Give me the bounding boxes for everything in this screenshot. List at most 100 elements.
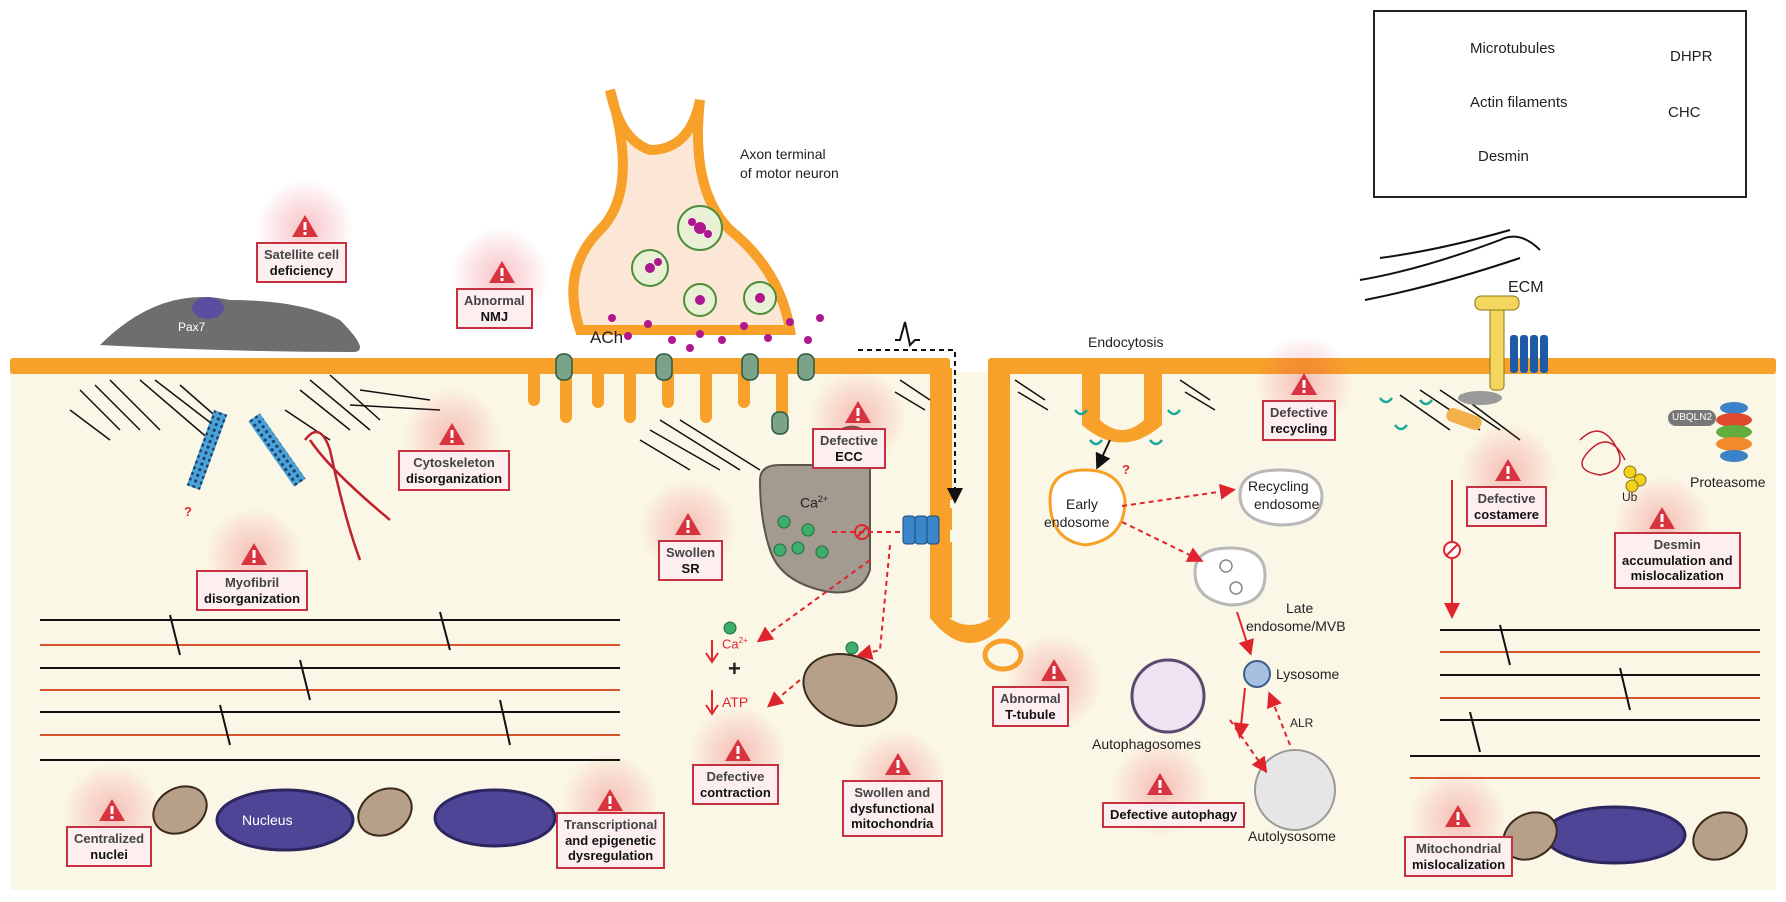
decrease-arrow: [705, 640, 719, 664]
warning-icon: [241, 543, 267, 565]
lysosome: [1243, 660, 1271, 688]
atp-label: ATP: [722, 694, 749, 710]
plus-label: +: [728, 656, 741, 681]
calcium-ions: [723, 515, 859, 655]
issue-defective-autophagy: Defective autophagy: [1102, 802, 1246, 828]
myofibrils-right: [1410, 624, 1760, 779]
dhpr-channel: [902, 515, 940, 545]
microtubule: [248, 413, 306, 487]
proteasome-label: Proteasome: [1690, 474, 1766, 490]
question-mark: ?: [1122, 462, 1130, 477]
satellite-cell: [100, 297, 360, 352]
endocytosis-label: Endocytosis: [1088, 334, 1164, 350]
pax7-label: Pax7: [178, 320, 206, 334]
nucleus: [215, 788, 355, 852]
decrease-arrow: [705, 690, 719, 716]
axon-terminal-label-2: of motor neuron: [740, 165, 839, 181]
sarcolemma-membrane: [10, 358, 1776, 643]
warning-icon: [1041, 659, 1067, 681]
ecm-fibers: [1359, 229, 1541, 301]
ubqln2-marker: [1668, 410, 1716, 426]
late-endosome-label-2: endosome/MVB: [1246, 618, 1346, 634]
nucleus-label: Nucleus: [242, 812, 293, 828]
ttubule-vesicle: [982, 638, 1024, 672]
dhpr-costamere: [1510, 335, 1548, 373]
warning-icon: [725, 739, 751, 761]
recycling-endosome: [1238, 468, 1324, 527]
ubqln2-label: UBQLN2: [1672, 412, 1713, 423]
pax7-marker: [192, 297, 224, 319]
ecm-label: ECM: [1508, 279, 1544, 296]
legend-microtubules-label: Microtubules: [1470, 40, 1556, 57]
ecc-signal-paths: [756, 531, 900, 708]
autolysosome-label: Autolysosome: [1248, 828, 1336, 844]
warning-icon: [439, 423, 465, 445]
late-endosome-label-1: Late: [1286, 600, 1314, 616]
endosome-arrows: [1121, 483, 1291, 774]
legend-box: [1373, 10, 1747, 198]
proteasome: [1716, 402, 1752, 462]
synaptic-vesicles: [631, 205, 777, 317]
nucleus: [1543, 805, 1687, 865]
warning-icon: [675, 513, 701, 535]
early-endosome: [1048, 468, 1127, 547]
autolysosome: [1254, 749, 1336, 831]
autophagosome: [1130, 658, 1206, 734]
warning-icon: [292, 215, 318, 237]
integrin: [1489, 299, 1505, 391]
actin-cytoskeleton: [69, 374, 1521, 471]
microtubule: [186, 410, 228, 490]
legend-dhpr-label: DHPR: [1670, 48, 1713, 65]
ca-label: Ca2+: [800, 494, 829, 511]
ub-label: Ub: [1622, 490, 1637, 504]
warning-icon: [1291, 373, 1317, 395]
recycling-endosome-label-2: endosome: [1254, 496, 1320, 512]
block-symbol: [854, 524, 870, 540]
early-endosome-label-1: Early: [1066, 496, 1098, 512]
ach-receptors: [555, 353, 815, 435]
desmin-aggregate: [1579, 430, 1626, 476]
axon-terminal: [568, 88, 796, 335]
desmin-filament: [304, 430, 391, 561]
alr-label: ALR: [1290, 716, 1314, 730]
early-endosome-label-2: endosome: [1044, 514, 1110, 530]
mitochondria: [152, 653, 1748, 861]
warning-icon: [885, 753, 911, 775]
legend-chc-label: CHC: [1668, 104, 1701, 121]
ubiquitin: [1623, 465, 1647, 493]
warning-icon: [1495, 459, 1521, 481]
legend-desmin-label: Desmin: [1478, 148, 1529, 165]
chc-symbols: [1074, 397, 1433, 446]
warning-icon: [1649, 507, 1675, 529]
warning-icon: [1147, 773, 1173, 795]
warning-icon: [845, 401, 871, 423]
legend-actin-label: Actin filaments: [1470, 94, 1568, 111]
autophagosomes-label: Autophagosomes: [1092, 736, 1201, 753]
nucleus: [433, 788, 557, 848]
late-endosome: [1193, 546, 1267, 607]
warning-icon: [99, 799, 125, 821]
recycling-endosome-label-1: Recycling: [1248, 478, 1309, 494]
axon-terminal-label-1: Axon terminal: [740, 146, 826, 162]
ach-label: ACh: [590, 328, 624, 347]
ca-low-label: Ca2+: [722, 636, 748, 652]
warning-icon: [1445, 805, 1471, 827]
warning-icon: [597, 789, 623, 811]
myofibrils-left: [40, 611, 620, 761]
ach-molecules: [608, 314, 824, 352]
